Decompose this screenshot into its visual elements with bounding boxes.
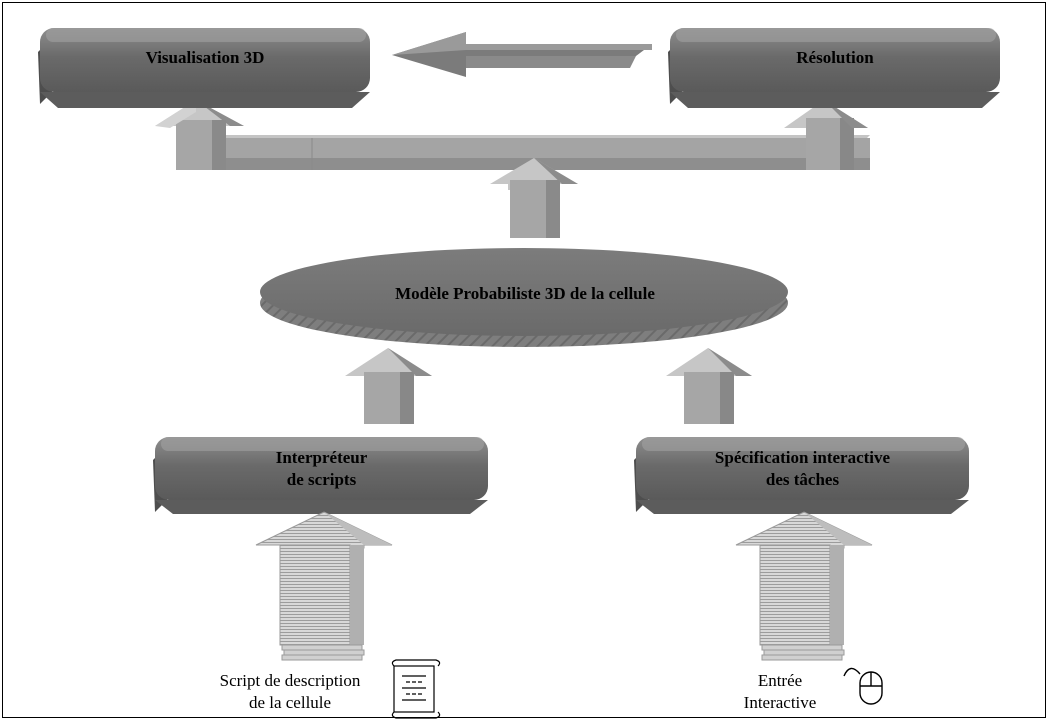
box-label-interpreteur: Interpréteur de scripts [275,448,368,489]
model-label: Modèle Probabiliste 3D de la cellule [395,284,655,303]
box-label-visualisation: Visualisation 3D [145,48,265,67]
ellipse-model [260,248,788,347]
box-interpreteur-de-scripts [153,437,488,514]
scroll-document-icon [391,659,441,719]
caption-interactive-input: Entrée Interactive [743,671,817,712]
arrow-up-specification-to-model [666,348,752,424]
caption-script-input: Script de description de la cellule [219,671,361,712]
arrow-up-script-input [255,511,393,661]
box-label-specification: Spécification interactive des tâches [714,448,891,489]
box-label-resolution: Résolution [796,48,874,67]
arrow-up-interactive-input [735,511,873,661]
box-visualisation-3d [38,28,370,108]
arrow-up-model-to-bar [490,158,578,238]
arrow-resolution-to-visualisation [392,32,652,77]
box-resolution [668,28,1000,108]
arrow-up-interpreteur-to-model [345,348,432,424]
box-specification-interactive [634,437,969,514]
mouse-icon [843,667,883,705]
